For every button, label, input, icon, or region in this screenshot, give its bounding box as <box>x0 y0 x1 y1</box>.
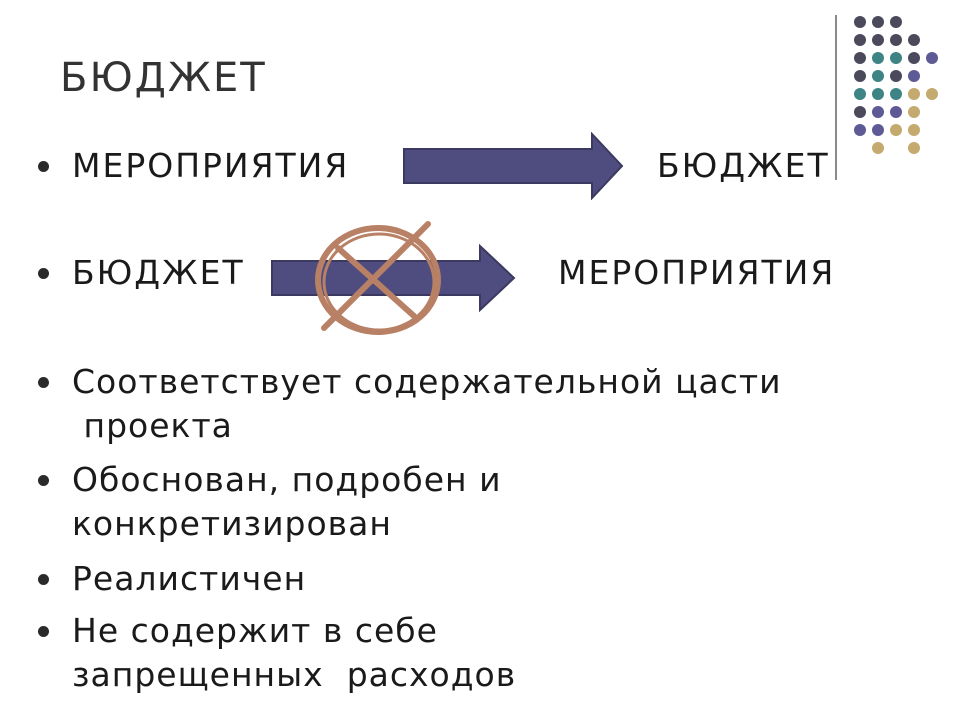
decorative-dot <box>854 106 866 118</box>
decorative-dot <box>890 106 902 118</box>
decorative-dot <box>872 16 884 28</box>
decorative-dot <box>872 142 884 154</box>
decorative-dot <box>854 16 866 28</box>
row2-right-label: МЕРОПРИЯТИЯ <box>558 253 836 292</box>
bullet-marker <box>38 161 49 172</box>
right-arrow-icon <box>403 132 624 200</box>
decorative-dot <box>854 70 866 82</box>
decorative-dot <box>854 34 866 46</box>
bullet-marker <box>38 626 49 637</box>
bullet-item-2: Обоснован, подробен и конкретизирован <box>72 458 502 546</box>
decorative-dot <box>854 52 866 64</box>
crossed-circle-icon <box>315 221 441 335</box>
bullet-marker <box>38 268 49 279</box>
decorative-dot <box>908 124 920 136</box>
slide-title: БЮДЖЕТ <box>60 55 267 101</box>
bullet-item-4: Не содержит в себе запрещенных расходов <box>72 609 516 697</box>
row1-right-label: БЮДЖЕТ <box>657 146 830 185</box>
decorative-dot <box>872 124 884 136</box>
decorative-dot <box>890 70 902 82</box>
row2-left-label: БЮДЖЕТ <box>72 253 245 292</box>
bullet-item-1-line2: проекта <box>72 406 233 445</box>
decorative-dot <box>890 16 902 28</box>
decorative-divider-line <box>835 15 837 180</box>
bullet-item-3: Реалистичен <box>72 557 306 601</box>
decorative-dot <box>908 70 920 82</box>
right-arrow-icon <box>271 244 516 312</box>
bullet-item-4-line1: Не содержит в себе <box>72 611 438 650</box>
decorative-dot <box>854 88 866 100</box>
bullet-item-1: Соответствует содержательной цасти проек… <box>72 360 782 448</box>
decorative-dot <box>872 106 884 118</box>
bullet-marker <box>38 475 49 486</box>
decorative-dot <box>854 124 866 136</box>
decorative-dot <box>908 34 920 46</box>
row1-left-label: МЕРОПРИЯТИЯ <box>72 146 350 185</box>
bullet-item-3-line1: Реалистичен <box>72 559 307 598</box>
bullet-item-4-line2: запрещенных расходов <box>72 655 517 694</box>
decorative-dot <box>890 88 902 100</box>
decorative-dot <box>926 88 938 100</box>
decorative-dot <box>908 52 920 64</box>
bullet-marker <box>38 377 49 388</box>
decorative-dot <box>890 34 902 46</box>
bullet-item-2-line1: Обоснован, подробен и <box>72 460 502 499</box>
bullet-item-1-line1: Соответствует содержательной цасти <box>72 362 782 401</box>
decorative-dot-grid <box>854 16 938 154</box>
decorative-dot <box>890 124 902 136</box>
decorative-dot <box>908 88 920 100</box>
decorative-dot <box>926 52 938 64</box>
decorative-dot <box>908 142 920 154</box>
bullet-item-2-line2: конкретизирован <box>72 504 392 543</box>
decorative-dot <box>872 34 884 46</box>
decorative-dot <box>872 52 884 64</box>
decorative-dot <box>908 106 920 118</box>
decorative-dot <box>890 52 902 64</box>
decorative-dot <box>872 70 884 82</box>
bullet-marker <box>38 574 49 585</box>
decorative-dot <box>872 88 884 100</box>
